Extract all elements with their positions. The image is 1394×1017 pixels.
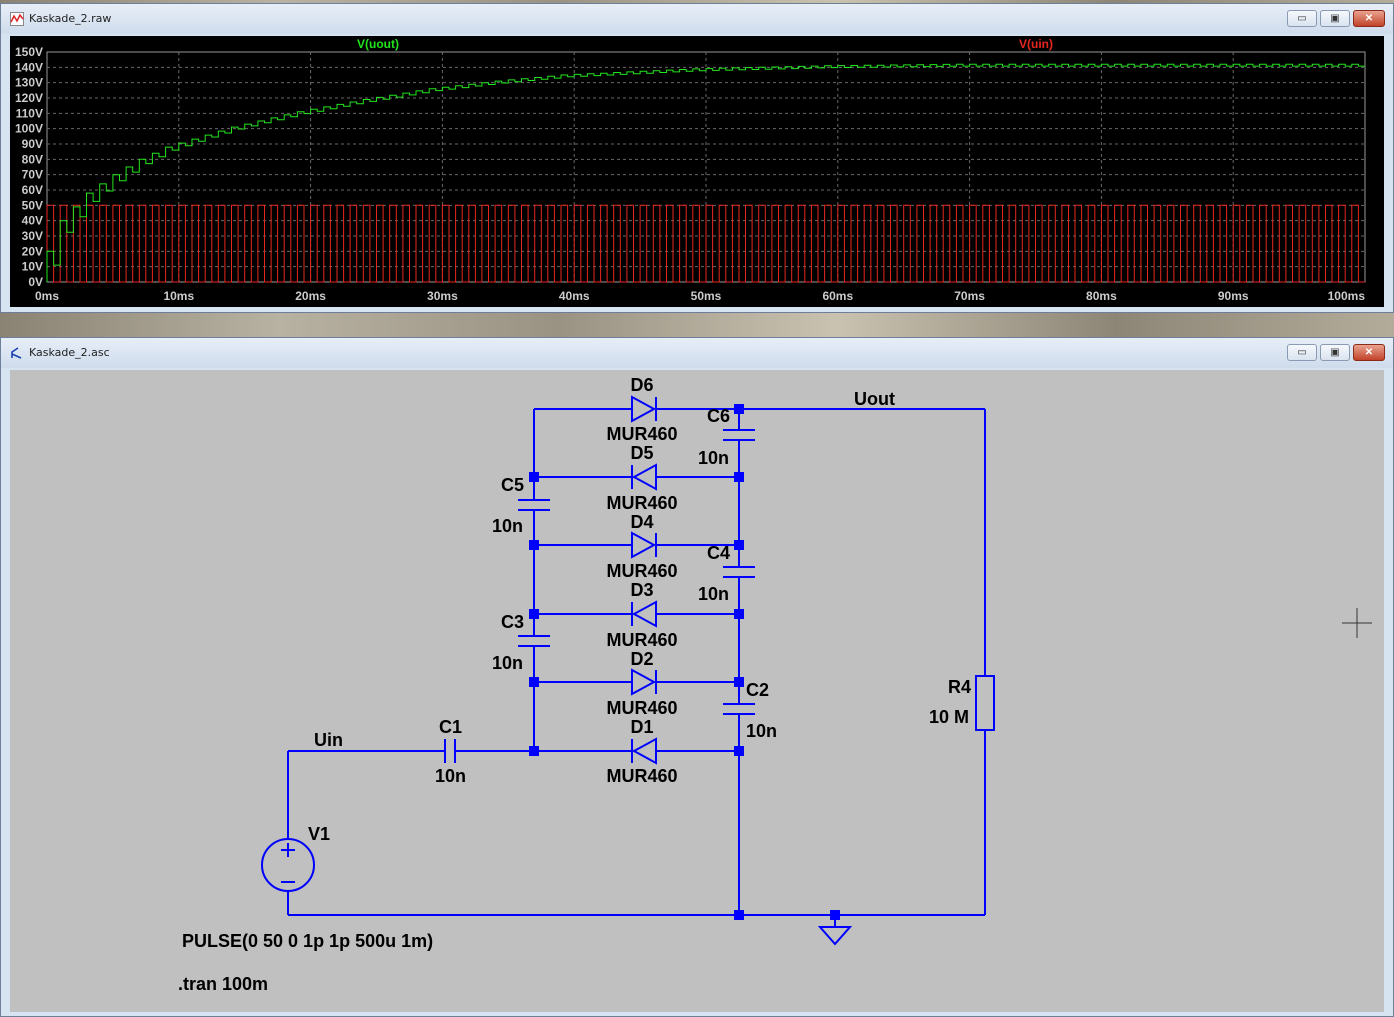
waveform-app-icon [10, 12, 24, 26]
cap-c2-name[interactable]: C2 [746, 680, 769, 700]
y-tick-label: 150V [15, 45, 43, 59]
x-tick-label: 10ms [163, 289, 194, 303]
y-tick-label: 30V [22, 229, 43, 243]
y-tick-label: 20V [22, 244, 43, 258]
y-tick-label: 80V [22, 152, 43, 166]
waveform-chart[interactable]: 0ms 10ms 20ms 30ms 40ms 50ms 60ms 70ms 80ms 90ms 1… [10, 36, 1384, 307]
x-tick-label: 90ms [1218, 289, 1249, 303]
x-tick-label: 80ms [1086, 289, 1117, 303]
y-tick-label: 10V [22, 260, 43, 274]
trace-vuout [46, 63, 1365, 282]
window-title: Kaskade_2.raw [29, 12, 112, 25]
cap-c5-name[interactable]: C5 [501, 475, 524, 495]
vuin-line [46, 204, 1365, 283]
minimize-button[interactable]: ▭ [1287, 10, 1317, 27]
trace-vuin [46, 204, 1365, 283]
diode-d1-name[interactable]: D1 [630, 717, 653, 737]
schematic-labels: Uout Uin D6 MUR460 D5 MUR460 D4 MUR460 D… [178, 375, 971, 994]
diode-d2-name[interactable]: D2 [630, 649, 653, 669]
close-button[interactable]: ✕ [1353, 344, 1385, 361]
maximize-button[interactable]: ▣ [1320, 10, 1350, 27]
y-tick-label: 130V [15, 76, 43, 90]
diode-symbols[interactable] [631, 395, 657, 765]
diode-d2-model[interactable]: MUR460 [606, 698, 677, 718]
y-tick-label: 110V [16, 106, 43, 120]
diode-d4-name[interactable]: D4 [630, 512, 653, 532]
source-v1-spec[interactable]: PULSE(0 50 0 1p 1p 500u 1m) [182, 931, 433, 951]
legend-vuout[interactable]: V(uout) [357, 37, 399, 51]
x-tick-label: 0ms [35, 289, 59, 303]
junction-dots [529, 404, 840, 920]
diode-d3-name[interactable]: D3 [630, 580, 653, 600]
cap-c4-value[interactable]: 10n [698, 584, 729, 604]
voltage-source-symbol[interactable] [261, 838, 315, 892]
schematic-app-icon [11, 347, 22, 359]
waveform-titlebar[interactable]: Kaskade_2.raw ▭ ▣ ✕ [1, 4, 1393, 34]
y-tick-label: 90V [22, 137, 43, 151]
diode-d6-name[interactable]: D6 [630, 375, 653, 395]
cap-c1-name[interactable]: C1 [439, 717, 462, 737]
spice-directive[interactable]: .tran 100m [178, 974, 268, 994]
x-tick-label: 20ms [295, 289, 326, 303]
x-tick-label: 50ms [691, 289, 722, 303]
x-tick-label: 30ms [427, 289, 458, 303]
x-tick-label: 70ms [954, 289, 985, 303]
legend-vuin[interactable]: V(uin) [1019, 37, 1053, 51]
ground-symbol[interactable] [817, 926, 853, 946]
diode-d6-model[interactable]: MUR460 [606, 424, 677, 444]
wires[interactable] [287, 408, 986, 927]
capacitor-symbols[interactable] [444, 429, 755, 763]
diode-d4-model[interactable]: MUR460 [606, 561, 677, 581]
maximize-button[interactable]: ▣ [1320, 344, 1350, 361]
y-tick-label: 50V [22, 198, 43, 212]
y-tick-label: 120V [15, 91, 43, 105]
x-axis: 0ms 10ms 20ms 30ms 40ms 50ms 60ms 70ms 80ms 90ms 1… [35, 289, 1365, 303]
schematic-canvas[interactable]: Uout Uin D6 MUR460 D5 MUR460 D4 MUR460 D… [10, 370, 1384, 1012]
resistor-r4-value[interactable]: 10 M [929, 707, 969, 727]
diode-d5-model[interactable]: MUR460 [606, 493, 677, 513]
cap-c3-name[interactable]: C3 [501, 612, 524, 632]
y-tick-label: 0V [28, 275, 43, 289]
cap-c4-name[interactable]: C4 [707, 543, 730, 563]
cap-c6-value[interactable]: 10n [698, 448, 729, 468]
net-label-uin[interactable]: Uin [314, 730, 343, 750]
schematic-titlebar[interactable]: Kaskade_2.asc ▭ ▣ ✕ [1, 338, 1393, 368]
waveform-window: Kaskade_2.raw ▭ ▣ ✕ 0ms 10ms 20ms 30ms 40ms 5… [0, 3, 1394, 313]
diode-d3-model[interactable]: MUR460 [606, 630, 677, 650]
cap-c6-name[interactable]: C6 [707, 406, 730, 426]
schematic-drawing[interactable]: Uout Uin D6 MUR460 D5 MUR460 D4 MUR460 D… [10, 370, 1384, 1012]
net-label-uout[interactable]: Uout [854, 389, 895, 409]
y-tick-label: 70V [22, 168, 43, 182]
y-tick-label: 40V [22, 214, 43, 228]
y-tick-label: 100V [15, 122, 43, 136]
diode-d5-name[interactable]: D5 [630, 443, 653, 463]
diode-d1-model[interactable]: MUR460 [606, 766, 677, 786]
resistor-r4-name[interactable]: R4 [948, 677, 971, 697]
x-tick-label: 100ms [1328, 289, 1366, 303]
crosshair-cursor-icon [1342, 608, 1372, 638]
minimize-button[interactable]: ▭ [1287, 344, 1317, 361]
source-v1-name[interactable]: V1 [308, 824, 330, 844]
y-tick-label: 140V [15, 60, 43, 74]
close-button[interactable]: ✕ [1353, 10, 1385, 27]
x-tick-label: 60ms [822, 289, 853, 303]
waveform-plot-area[interactable]: 0ms 10ms 20ms 30ms 40ms 50ms 60ms 70ms 80ms 90ms 1… [10, 36, 1384, 307]
y-tick-label: 60V [22, 183, 43, 197]
cap-c5-value[interactable]: 10n [492, 516, 523, 536]
window-title: Kaskade_2.asc [29, 346, 110, 359]
cap-c2-value[interactable]: 10n [746, 721, 777, 741]
cap-c1-value[interactable]: 10n [435, 766, 466, 786]
cap-c3-value[interactable]: 10n [492, 653, 523, 673]
vuout-line [46, 63, 1365, 282]
resistor-symbol[interactable] [975, 675, 995, 731]
schematic-window: Kaskade_2.asc ▭ ▣ ✕ [0, 337, 1394, 1017]
x-tick-label: 40ms [559, 289, 590, 303]
